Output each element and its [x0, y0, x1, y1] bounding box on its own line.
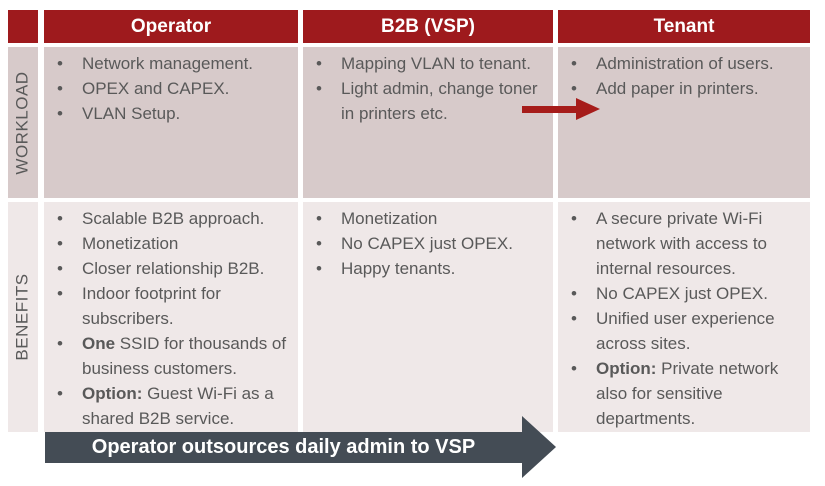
cell-workload-tenant: Administration of users. Add paper in pr… [558, 47, 810, 198]
handover-arrow-shaft [522, 106, 577, 113]
list-item: A secure private Wi-Fi network with acce… [558, 206, 800, 281]
list-item: Monetization [303, 206, 543, 231]
column-header-b2b-vsp: B2B (VSP) [303, 10, 553, 43]
row-label-workload-text: WORKLOAD [13, 70, 32, 175]
list-item: No CAPEX just OPEX. [558, 281, 800, 306]
list-item: Add paper in printers. [558, 76, 800, 101]
workload-b2b-list: Mapping VLAN to tenant. Light admin, cha… [303, 47, 553, 126]
workload-operator-list: Network management. OPEX and CAPEX. VLAN… [44, 47, 298, 126]
list-item: Unified user experience across sites. [558, 306, 800, 356]
row-label-benefits: BENEFITS [8, 202, 38, 432]
list-item: Happy tenants. [303, 256, 543, 281]
list-item: Option: Private network also for sensiti… [558, 356, 800, 431]
list-item: No CAPEX just OPEX. [303, 231, 543, 256]
handover-arrow-head [576, 98, 600, 120]
list-item: Administration of users. [558, 51, 800, 76]
column-header-b2b-vsp-label: B2B (VSP) [381, 15, 475, 37]
cell-benefits-operator: Scalable B2B approach. Monetization Clos… [44, 202, 298, 432]
row-label-workload: WORKLOAD [8, 47, 38, 198]
list-item: Network management. [44, 51, 288, 76]
column-header-tenant: Tenant [558, 10, 810, 43]
list-item: OPEX and CAPEX. [44, 76, 288, 101]
outsource-banner-label: Operator outsources daily admin to VSP [91, 436, 476, 458]
benefits-tenant-list: A secure private Wi-Fi network with acce… [558, 202, 810, 431]
list-item: Monetization [44, 231, 288, 256]
list-item: Indoor footprint for subscribers. [44, 281, 288, 331]
row-label-benefits-text: BENEFITS [13, 273, 32, 361]
benefits-b2b-list: Monetization No CAPEX just OPEX. Happy t… [303, 202, 553, 281]
cell-benefits-b2b: Monetization No CAPEX just OPEX. Happy t… [303, 202, 553, 432]
list-item: Mapping VLAN to tenant. [303, 51, 543, 76]
cell-benefits-tenant: A secure private Wi-Fi network with acce… [558, 202, 810, 432]
list-item: Option: Guest Wi-Fi as a shared B2B serv… [44, 381, 288, 431]
column-header-operator-label: Operator [130, 15, 212, 37]
column-header-operator: Operator [44, 10, 298, 43]
outsource-banner-arrowhead-icon [522, 416, 556, 478]
row-label-column-header [8, 10, 38, 43]
outsource-banner-shaft: Operator outsources daily admin to VSP [45, 432, 522, 463]
list-item: Light admin, change toner in printers et… [303, 76, 543, 126]
column-header-tenant-label: Tenant [653, 15, 715, 37]
list-item: Scalable B2B approach. [44, 206, 288, 231]
workload-tenant-list: Administration of users. Add paper in pr… [558, 47, 810, 101]
list-item: One SSID for thousands of business custo… [44, 331, 288, 381]
cell-workload-operator: Network management. OPEX and CAPEX. VLAN… [44, 47, 298, 198]
benefits-operator-list: Scalable B2B approach. Monetization Clos… [44, 202, 298, 431]
cell-workload-b2b: Mapping VLAN to tenant. Light admin, cha… [303, 47, 553, 198]
list-item: Closer relationship B2B. [44, 256, 288, 281]
list-item: VLAN Setup. [44, 101, 288, 126]
